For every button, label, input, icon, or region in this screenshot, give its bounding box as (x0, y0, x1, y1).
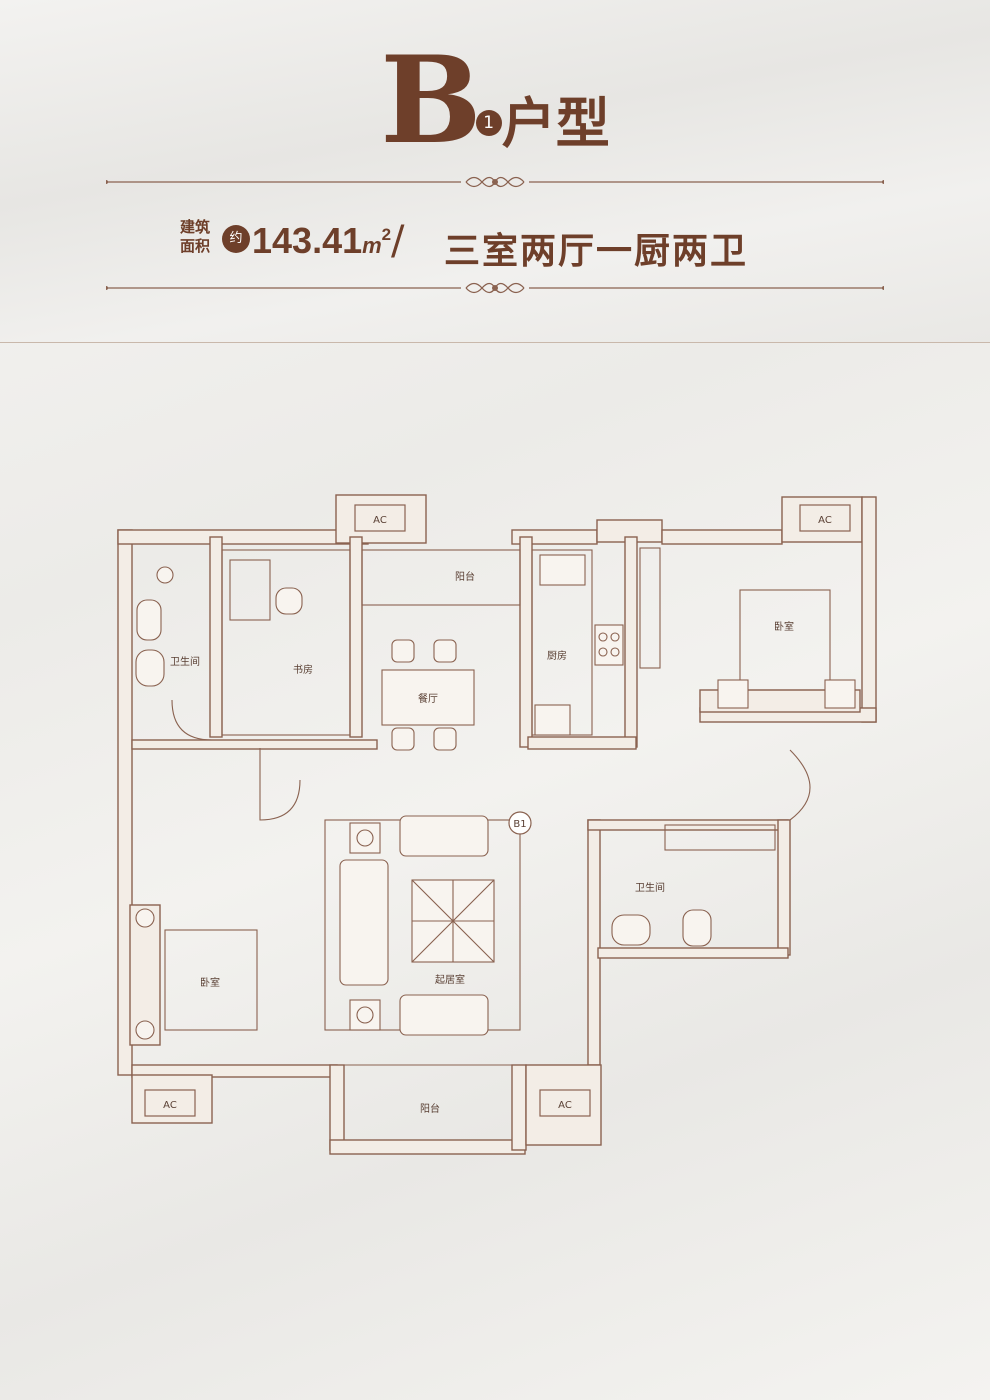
door-swing-bath (171, 699, 213, 741)
closet-se (664, 824, 776, 851)
layout-description: 三室两厅一厨两卫 (444, 231, 749, 272)
ac-label: AC (818, 515, 832, 526)
bed-ne (739, 589, 831, 691)
wall-bath-se-west (587, 819, 601, 1066)
unit-letter: B (380, 30, 482, 171)
wall-balcony-w (329, 1064, 345, 1151)
fridge (534, 704, 571, 736)
balcony-n-outline (361, 549, 521, 606)
room-label-dining: 餐厅 (418, 692, 438, 705)
ac-label: AC (373, 515, 387, 526)
area-label: 建筑 面积 (180, 218, 211, 255)
ornament-divider-top (106, 176, 884, 188)
wall-east (861, 496, 877, 723)
room-label-balcony-s: 阳台 (420, 1102, 440, 1115)
ac-box-sw (144, 1089, 196, 1117)
wall-balcony-s (329, 1139, 526, 1155)
wall-bath-se-east (777, 819, 791, 956)
door-swing-entry (789, 749, 811, 821)
room-label-balcony-n: 阳台 (455, 570, 475, 583)
ac-label: AC (558, 1100, 572, 1111)
wall-mid-west (131, 739, 378, 750)
unit-suffix: 户型 (501, 92, 610, 155)
ac-label: AC (163, 1100, 177, 1111)
sink (539, 554, 586, 586)
wall-bath-se-bottom (597, 947, 789, 959)
approx-badge: 约 (222, 225, 250, 253)
door-swing-study (259, 748, 301, 821)
room-label-bedroom-ne: 卧室 (774, 620, 794, 633)
wall-bath-study (209, 536, 223, 738)
bed-sw (164, 929, 258, 1031)
separator-slash: / (391, 218, 405, 264)
sofa-north (399, 815, 489, 857)
study-outline (221, 549, 351, 736)
wall-north-left (117, 529, 369, 545)
unit-number-badge: 1 (475, 110, 502, 136)
wall-kitchen-bottom (527, 736, 637, 750)
room-label-living: 起居室 (435, 973, 465, 986)
section-marker-label: B1 (513, 819, 526, 830)
area-value: 143.41m2 (252, 220, 392, 261)
room-label-bedroom-sw: 卧室 (200, 976, 220, 989)
ac-box-se (539, 1089, 591, 1117)
room-label-bath-nw: 卫生间 (170, 655, 200, 668)
sofa-west (339, 859, 389, 986)
toilet-nw (136, 599, 162, 641)
wall-north-right (661, 529, 783, 545)
wall-kitchen-bed (624, 536, 638, 748)
wall-dining-kitchen (519, 536, 533, 748)
ornament-divider-bottom (106, 282, 884, 294)
ac-niche-north (335, 494, 427, 544)
wall-study-dining (349, 536, 363, 738)
ac-niche-se (525, 1064, 602, 1146)
sofa-south (399, 994, 489, 1036)
dining-table (381, 669, 475, 726)
stove (594, 624, 624, 666)
ac-box-ne (799, 504, 851, 532)
ac-box-north (354, 504, 406, 532)
toilet-se (682, 909, 712, 947)
room-label-kitchen: 厨房 (547, 649, 567, 662)
bathtub-se (611, 914, 651, 946)
washbasin-nw (135, 649, 165, 687)
wall-balcony-e (511, 1064, 527, 1151)
room-label-bath-se: 卫生间 (635, 881, 665, 894)
wardrobe-ne (639, 547, 661, 669)
study-chair (275, 587, 303, 615)
room-label-study: 书房 (293, 663, 313, 676)
area-info-row: 建筑 面积 约 143.41m2 / 三室两厅一厨两卫 (0, 210, 990, 272)
section-marker (508, 811, 532, 835)
